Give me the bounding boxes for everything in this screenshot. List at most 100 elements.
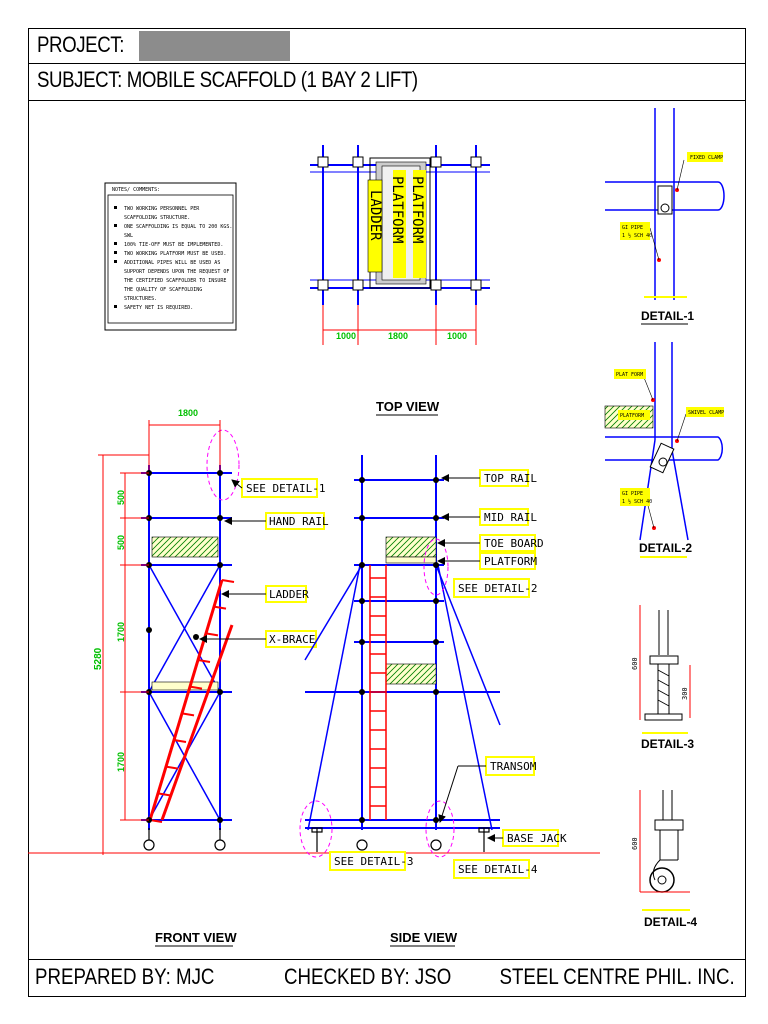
- sv-callout-detail3: SEE DETAIL-3: [334, 855, 413, 868]
- project-label: PROJECT:: [37, 32, 125, 57]
- sv-callout-midrail: MID RAIL: [484, 511, 537, 524]
- fv-ladder-rung: [173, 739, 187, 743]
- detail-3: [639, 605, 691, 734]
- tv-clamp: [430, 156, 442, 168]
- detail-4-title: DETAIL-4: [644, 915, 697, 929]
- d1-fixed-clamp: FIXED CLAMP: [690, 155, 723, 161]
- note-bullet: [114, 251, 117, 254]
- fv-callout-detail1: SEE DETAIL-1: [246, 482, 325, 495]
- fv-callout-ladder: LADDER: [269, 588, 309, 601]
- sv-callout-transom: TRANSOM: [490, 760, 537, 773]
- company-name: STEEL CENTRE PHIL. INC.: [499, 964, 735, 989]
- sv-callouts: [329, 469, 559, 879]
- fv-callouts: [199, 478, 325, 648]
- note-line: TWO WORKING PLATFORM MUST BE USED.: [124, 251, 226, 257]
- fv-dim-4: 1700: [116, 752, 126, 772]
- tv-dim-3: 1000: [447, 331, 467, 341]
- detail-1: [605, 108, 725, 300]
- tv-platform-label-2: PLATFORM: [409, 176, 425, 243]
- note-line: SAFETY NET IS REQUIRED.: [124, 305, 193, 311]
- note-line: ONE SCAFFOLDING IS EQUAL TO 200 KGS.: [124, 224, 232, 230]
- note-bullet: [114, 206, 117, 209]
- detail-4: [639, 790, 690, 911]
- fv-ladder-rung: [157, 792, 171, 797]
- subject-title: SUBJECT: MOBILE SCAFFOLD (1 BAY 2 LIFT): [37, 67, 418, 92]
- tv-clamp: [317, 279, 329, 291]
- d3-dim-2: 300: [681, 687, 689, 700]
- note-bullet: [114, 260, 117, 263]
- notes-box: NOTES/ COMMENTS: TWO WORKING PERSONNEL P…: [104, 182, 237, 331]
- tv-clamp: [470, 156, 482, 168]
- fv-ladder-rung: [213, 605, 227, 610]
- fv-ladder-rung: [165, 765, 179, 770]
- checked-by: CHECKED BY: JSO: [284, 964, 452, 989]
- note-bullet: [114, 305, 117, 308]
- d2-platform: PLATFORM: [620, 413, 644, 419]
- note-line: 100% TIE-OFF MUST BE IMPLEMENTED.: [124, 242, 223, 248]
- sv-callout-platform: PLATFORM: [484, 555, 537, 568]
- subject-row: SUBJECT: MOBILE SCAFFOLD (1 BAY 2 LIFT): [28, 63, 746, 101]
- fv-dim-3: 1700: [116, 622, 126, 642]
- fv-ladder-rung: [221, 579, 235, 583]
- note-line: SCAFFOLDING STRUCTURE.: [124, 215, 190, 221]
- tv-clamp: [352, 279, 364, 291]
- d3-dim-1: 600: [631, 657, 639, 670]
- note-line: SWL: [124, 233, 133, 239]
- note-line: ADDITIONAL PIPES WILL BE USED AS: [124, 260, 220, 266]
- d4-dim-1: 600: [631, 837, 639, 850]
- side-view: [299, 455, 501, 858]
- note-line: SUPPORT DEPENDS UPON THE REQUEST OF: [124, 269, 229, 275]
- fv-ladder-rung: [189, 685, 203, 690]
- note-line: THE QUALITY OF SCAFFOLDING: [124, 287, 202, 293]
- redacted-project-name: [139, 31, 290, 61]
- sv-callout-detail2: SEE DETAIL-2: [458, 582, 537, 595]
- note-bullet: [114, 224, 117, 227]
- front-view: [28, 420, 600, 855]
- tv-dim-2: 1800: [388, 331, 408, 341]
- tv-ladder-label: LADDER: [367, 190, 383, 241]
- fv-ladder-rung: [149, 819, 163, 823]
- prepared-by: PREPARED BY: MJC: [35, 964, 215, 989]
- fv-dim-2: 500: [116, 535, 126, 550]
- d2-platform-top: PLAT FORM: [616, 372, 643, 378]
- top-view: [310, 145, 490, 305]
- sv-callout-basejack: BASE JACK: [507, 832, 567, 845]
- tv-clamp: [352, 156, 364, 168]
- fv-dim-1: 500: [116, 490, 126, 505]
- front-view-title: FRONT VIEW: [155, 930, 237, 945]
- sv-callout-toeboard: TOE BOARD: [484, 537, 544, 550]
- tv-platform-label-1: PLATFORM: [389, 176, 405, 243]
- d1-gi-pipe: GI PIPE: [622, 225, 643, 231]
- d2-gi-size: 1 ½ SCH 40: [622, 498, 652, 505]
- sv-callout-toprail: TOP RAIL: [484, 472, 537, 485]
- fv-width-dim: 1800: [178, 408, 198, 418]
- d1-gi-size: 1 ½ SCH 40: [622, 232, 652, 239]
- d2-gi-pipe: GI PIPE: [622, 491, 643, 497]
- fv-ladder-rung: [197, 659, 211, 663]
- drawing-area: [28, 100, 746, 960]
- notes-heading: NOTES/ COMMENTS:: [112, 187, 160, 193]
- tv-clamp: [430, 279, 442, 291]
- note-line: THE CERTIFIED SCAFFOLDER TO INSURE: [124, 278, 226, 284]
- detail-2-title: DETAIL-2: [639, 541, 692, 555]
- note-line: STRUCTURES.: [124, 296, 157, 302]
- sv-callout-detail4: SEE DETAIL-4: [458, 863, 538, 876]
- tv-dimensions: [322, 305, 477, 345]
- tv-clamp: [317, 156, 329, 168]
- fv-ladder-rung: [181, 712, 195, 717]
- fv-total-height: 5280: [93, 647, 104, 670]
- detail-2: [604, 342, 724, 558]
- note-bullet: [114, 242, 117, 245]
- detail-1-title: DETAIL-1: [641, 309, 694, 323]
- d2-swivel-clamp: SWIVEL CLAMP: [688, 410, 724, 416]
- top-view-title: TOP VIEW: [376, 399, 440, 414]
- side-view-title: SIDE VIEW: [390, 930, 458, 945]
- fv-ladder-rung: [205, 632, 219, 637]
- tv-dim-1: 1000: [336, 331, 356, 341]
- note-line: TWO WORKING PERSONNEL PER: [124, 206, 200, 212]
- fv-callout-xbrace: X-BRACE: [269, 633, 315, 646]
- tv-clamp: [470, 279, 482, 291]
- detail-3-title: DETAIL-3: [641, 737, 694, 751]
